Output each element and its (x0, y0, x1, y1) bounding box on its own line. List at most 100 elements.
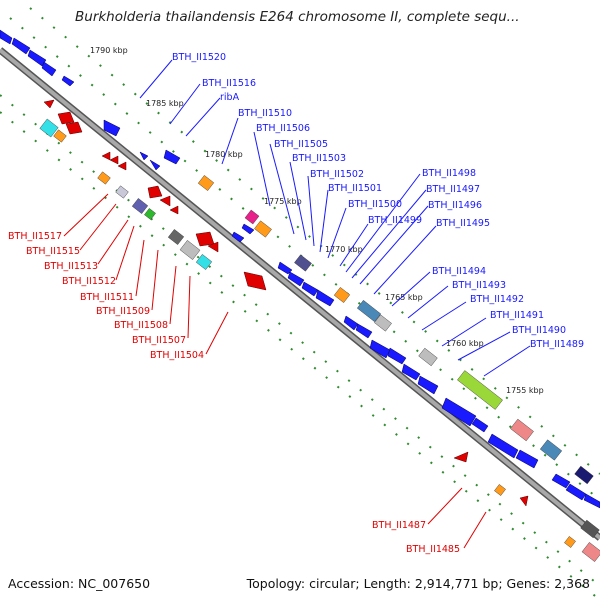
gene-block (103, 119, 121, 137)
gene-label: BTH_II1499 (368, 215, 422, 226)
gene-block (179, 240, 201, 260)
map-title: Burkholderia thailandensis E264 chromoso… (75, 9, 520, 25)
forward-labels[interactable]: BTH_II1520 BTH_II1516 ribA BTH_II1510 BT… (139, 52, 584, 377)
gene-block (169, 205, 179, 215)
gene-label: BTH_II1506 (256, 123, 310, 134)
gene-block (243, 271, 267, 291)
gene-label: BTH_II1503 (292, 153, 346, 164)
scale-label: 1780 kbp (205, 150, 243, 159)
gene-block (564, 536, 576, 548)
gene-block (494, 484, 506, 496)
gene-block (11, 37, 31, 55)
gene-block (418, 347, 438, 367)
gene-label: BTH_II1498 (422, 168, 476, 179)
gene-block (244, 209, 260, 225)
gene-block (551, 473, 571, 489)
gene-block (401, 363, 421, 381)
gene-block (61, 75, 75, 87)
accession-text: Accession: NC_007650 (8, 576, 151, 591)
gene-label: BTH_II1510 (238, 108, 292, 119)
gene-label: BTH_II1497 (426, 184, 480, 195)
gene-block (580, 519, 600, 539)
gene-block (539, 439, 563, 461)
gene-block (197, 175, 215, 191)
gene-block (254, 220, 272, 238)
gene-block (277, 261, 293, 275)
gene-block (343, 315, 359, 331)
gene-label: BTH_II1485 (406, 544, 460, 555)
gene-label: BTH_II1495 (436, 218, 490, 229)
gene-label: BTH_II1491 (490, 310, 544, 321)
reverse-labels[interactable]: BTH_II1517 BTH_II1515 BTH_II1513 BTH_II1… (8, 193, 487, 555)
scale-label: 1755 kbp (506, 386, 544, 395)
gene-block (441, 397, 477, 427)
gene-block (583, 493, 600, 509)
gene-block (43, 99, 55, 109)
gene-block (195, 254, 213, 270)
gene-block (294, 254, 312, 272)
gene-block (356, 300, 382, 322)
gene-label: BTH_II1501 (328, 183, 382, 194)
gene-block (109, 155, 119, 165)
gene-label: BTH_II1490 (512, 325, 566, 336)
dotted-tracks (0, 7, 600, 600)
gene-label: BTH_II1511 (80, 292, 134, 303)
gene-label: BTH_II1500 (348, 199, 402, 210)
gene-block (374, 314, 392, 332)
gene-block (167, 229, 185, 245)
gene-block (574, 465, 594, 485)
gene-block (487, 433, 519, 459)
backbone (0, 47, 600, 541)
gene-block (231, 231, 245, 243)
gene-block (27, 49, 47, 67)
gene-label: BTH_II1508 (114, 320, 168, 331)
gene-block (131, 198, 149, 214)
gene-block (301, 281, 319, 297)
gene-block (163, 149, 181, 165)
gene-block (515, 449, 539, 469)
gene-block (115, 185, 129, 199)
gene-label: BTH_II1509 (96, 306, 150, 317)
gene-block (39, 118, 59, 138)
gene-block (57, 111, 75, 125)
gene-label: ribA (220, 92, 240, 103)
reverse-genes[interactable] (43, 99, 529, 507)
scale-label: 1760 kbp (446, 339, 484, 348)
gene-label: BTH_II1496 (428, 200, 482, 211)
gene-label: BTH_II1513 (44, 261, 98, 272)
gene-block (510, 418, 534, 442)
gene-label: BTH_II1502 (310, 169, 364, 180)
gene-block (144, 208, 156, 220)
gene-block (101, 151, 111, 161)
gene-block (355, 323, 373, 339)
gene-block (53, 129, 67, 143)
gene-label: BTH_II1516 (202, 78, 256, 89)
topology-summary: Topology: circular; Length: 2,914,771 bp… (246, 576, 590, 591)
gene-block (519, 495, 529, 507)
gene-block (453, 451, 469, 463)
gene-label: BTH_II1507 (132, 335, 186, 346)
gene-block (565, 483, 587, 501)
gene-block (471, 417, 489, 433)
gene-label: BTH_II1512 (62, 276, 116, 287)
gene-label: BTH_II1487 (372, 520, 426, 531)
gene-label: BTH_II1494 (432, 266, 486, 277)
gene-block (195, 231, 215, 247)
forward-genes[interactable] (0, 29, 600, 509)
gene-block (65, 121, 83, 135)
category-blocks[interactable] (39, 118, 600, 562)
gene-block (117, 161, 127, 171)
gene-label: BTH_II1489 (530, 339, 584, 350)
gene-block (369, 339, 391, 359)
scale-labels: 1790 kbp 1785 kbp 1780 kbp 1775 kbp 1770… (90, 46, 544, 395)
gene-block (0, 29, 13, 45)
gene-block (97, 171, 111, 185)
gene-block (315, 289, 335, 307)
gene-block (149, 159, 161, 171)
scale-label: 1765 kbp (385, 293, 423, 302)
gene-block (241, 223, 255, 235)
gene-block (417, 375, 439, 395)
gene-block (581, 542, 600, 562)
gene-label: BTH_II1517 (8, 231, 62, 242)
